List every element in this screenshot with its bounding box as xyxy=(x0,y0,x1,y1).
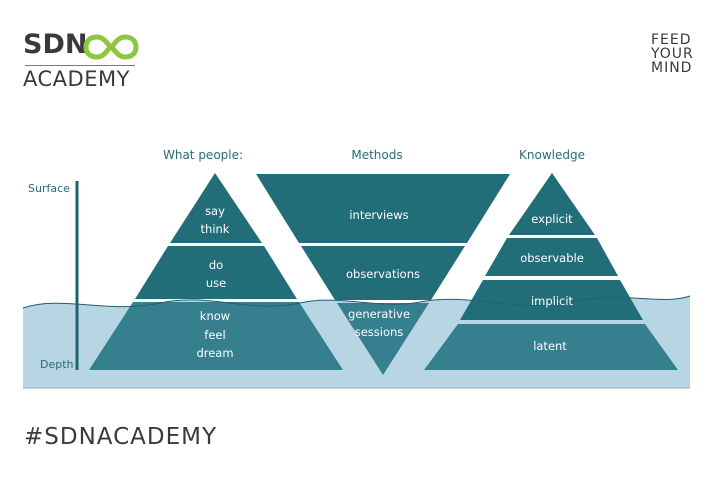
methods-pyramid xyxy=(256,174,510,375)
left-label-dream: dream xyxy=(196,346,233,360)
left-pyramid-band-1 xyxy=(170,173,262,243)
logo-brand-text: SDN xyxy=(23,29,88,60)
right-pyramid-band-3 xyxy=(460,280,643,320)
water-line xyxy=(22,295,691,309)
left-pyramid-band-3 xyxy=(89,302,343,370)
left-label-feel: feel xyxy=(204,328,225,342)
tagline-line-1: FEED xyxy=(651,32,692,48)
left-label-do: do xyxy=(209,258,223,272)
right-pyramid-band-1 xyxy=(509,173,595,235)
feed-your-mind-tagline: FEED YOUR MIND xyxy=(651,33,699,75)
right-pyramid-band-4 xyxy=(424,324,678,370)
hashtag-text: #SDNACADEMY xyxy=(24,424,218,450)
methods-band-1 xyxy=(256,174,510,243)
left-label-say: say xyxy=(205,204,225,218)
left-label-think: think xyxy=(201,222,230,236)
left-label-know: know xyxy=(200,309,230,323)
methods-band-3 xyxy=(337,303,429,375)
right-label-implicit: implicit xyxy=(531,294,574,308)
header-methods: Methods xyxy=(351,148,402,162)
left-label-use: use xyxy=(206,276,226,290)
header-what-people: What people: xyxy=(163,148,243,162)
logo-sub-text: ACADEMY xyxy=(23,67,130,91)
axis-surface-label: Surface xyxy=(28,182,70,195)
right-label-latent: latent xyxy=(533,339,567,353)
infinity-icon xyxy=(83,34,139,60)
right-pyramid xyxy=(424,173,678,370)
methods-label-generative: generative xyxy=(348,307,410,321)
methods-label-observations: observations xyxy=(346,267,420,281)
methods-label-interviews: interviews xyxy=(349,208,408,222)
header-knowledge: Knowledge xyxy=(519,148,585,162)
left-pyramid-band-2 xyxy=(135,246,297,299)
methods-band-2 xyxy=(301,246,465,300)
tagline-line-3: MIND xyxy=(651,60,693,76)
right-pyramid-band-2 xyxy=(485,238,618,276)
left-pyramid xyxy=(89,173,343,370)
sdn-academy-logo: SDN ACADEMY xyxy=(23,29,153,91)
right-label-explicit: explicit xyxy=(531,212,573,226)
methods-label-sessions: sessions xyxy=(355,325,404,339)
right-label-observable: observable xyxy=(520,251,584,265)
tagline-line-2: YOUR xyxy=(651,46,694,62)
axis-depth-label: Depth xyxy=(40,358,74,371)
logo-divider xyxy=(25,65,135,66)
